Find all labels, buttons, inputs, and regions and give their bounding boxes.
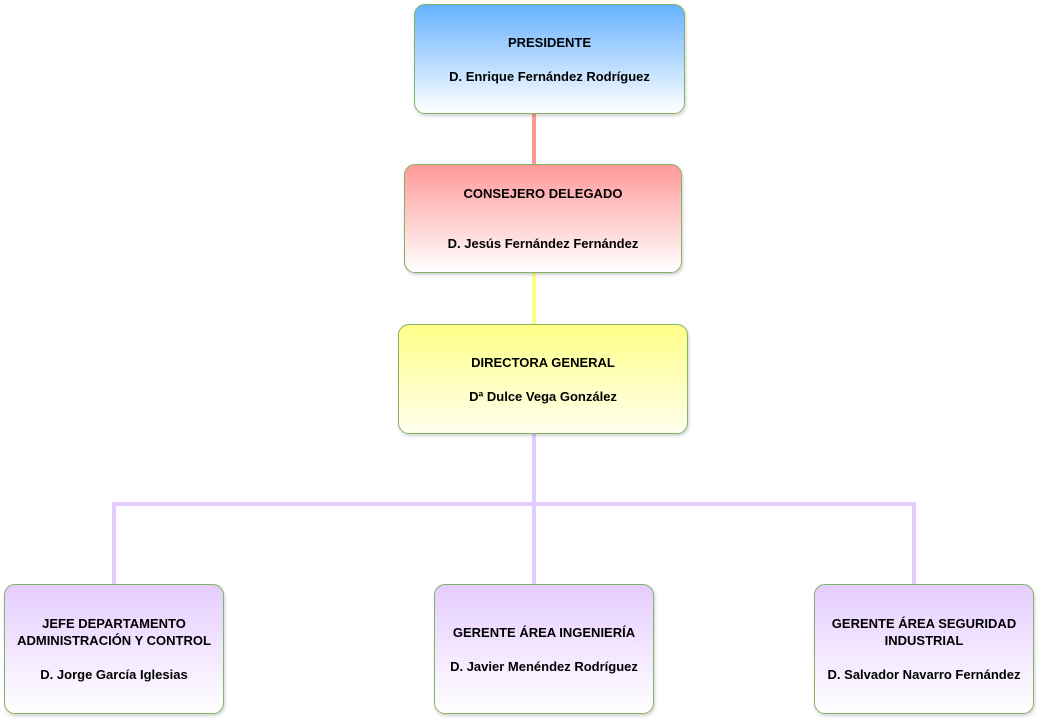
connector-gm-admin	[112, 434, 536, 584]
general-manager-role: DIRECTORA GENERAL	[471, 354, 615, 370]
admin-control-name: D. Jorge García Iglesias	[40, 667, 188, 682]
node-president[interactable]: PRESIDENTE D. Enrique Fernández Rodrígue…	[414, 4, 685, 114]
admin-control-role: JEFE DEPARTAMENTO ADMINISTRACIÓN Y CONTR…	[17, 616, 211, 648]
connector-gm-security	[532, 434, 916, 584]
node-ceo[interactable]: CONSEJERO DELEGADO D. Jesús Fernández Fe…	[404, 164, 682, 273]
engineering-role: GERENTE ÁREA INGENIERÍA	[452, 624, 636, 640]
node-general-manager[interactable]: DIRECTORA GENERAL Dª Dulce Vega González	[398, 324, 688, 434]
industrial-security-name: D. Salvador Navarro Fernández	[827, 667, 1021, 682]
ceo-name: D. Jesús Fernández Fernández	[447, 236, 639, 251]
general-manager-name: Dª Dulce Vega González	[469, 388, 617, 404]
node-industrial-security[interactable]: GERENTE ÁREA SEGURIDAD INDUSTRIAL D. Sal…	[814, 584, 1034, 714]
ceo-role: CONSEJERO DELEGADO	[463, 186, 623, 201]
engineering-name: D. Javier Menéndez Rodríguez	[450, 658, 638, 674]
industrial-security-role: GERENTE ÁREA SEGURIDAD INDUSTRIAL	[831, 616, 1017, 648]
president-name: D. Enrique Fernández Rodríguez	[449, 68, 650, 84]
node-engineering[interactable]: GERENTE ÁREA INGENIERÍA D. Javier Menénd…	[434, 584, 654, 714]
node-admin-control[interactable]: JEFE DEPARTAMENTO ADMINISTRACIÓN Y CONTR…	[4, 584, 224, 714]
president-role: PRESIDENTE	[507, 34, 592, 50]
